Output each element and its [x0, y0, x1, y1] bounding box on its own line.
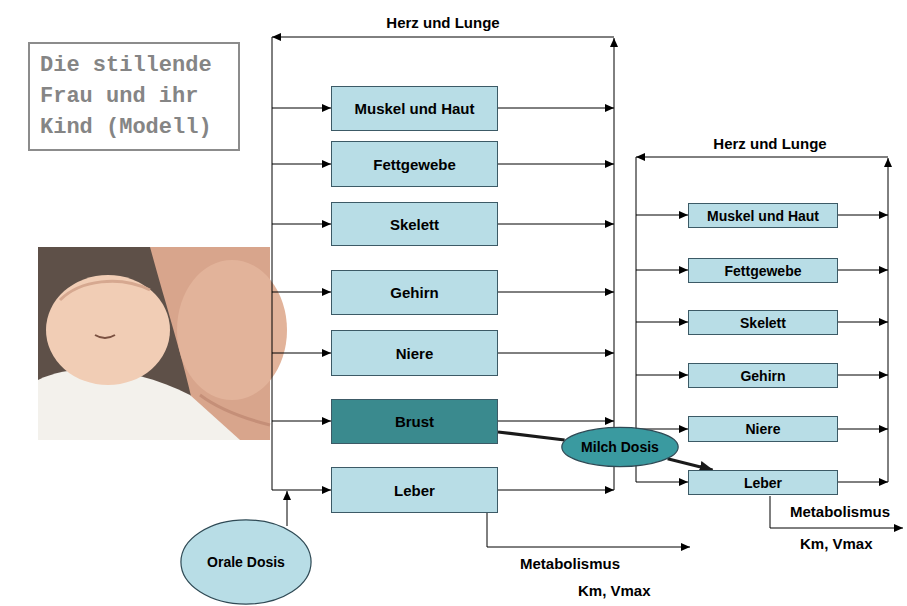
node-text: Skelett [390, 216, 439, 233]
flow-label: Metabolismus [790, 503, 890, 520]
mother-circulation [272, 37, 690, 547]
organ-box: Skelett [331, 202, 498, 246]
flow-arrow [272, 224, 331, 225]
flow-label: Km, Vmax [800, 535, 873, 552]
node-text: Gehirn [390, 284, 438, 301]
flow-arrow [838, 375, 888, 376]
flow-arrow [498, 108, 614, 109]
organ-box: Gehirn [331, 270, 498, 315]
bus-line [636, 157, 888, 158]
baby-head [46, 275, 170, 385]
node-text: Milch Dosis [581, 439, 659, 455]
photo [38, 247, 287, 440]
flow-arrow [272, 490, 331, 491]
flow-arrow [838, 482, 888, 483]
flow-arrow [838, 429, 888, 430]
dose-ellipse: Orale Dosis [180, 519, 312, 605]
milk-transfer-arrow [668, 459, 713, 470]
flow-label: Herz und Lunge [713, 135, 826, 152]
title-box: Die stillende Frau und ihr Kind (Modell) [28, 42, 240, 151]
organ-box: Gehirn [688, 363, 838, 388]
flow-arrow [498, 224, 614, 225]
organ-box: Brust [331, 399, 498, 444]
flow-arrow [498, 292, 614, 293]
bus-line [614, 38, 615, 490]
organ-box: Niere [688, 416, 838, 442]
bus-line [888, 158, 889, 482]
node-text: Leber [744, 475, 782, 491]
node-text: Fettgewebe [724, 263, 801, 279]
flow-arrow [636, 270, 688, 271]
flow-arrow [272, 108, 331, 109]
node-text: Skelett [740, 315, 786, 331]
node-text: Gehirn [740, 368, 785, 384]
infant-circulation [636, 157, 903, 528]
node-text: Muskel und Haut [354, 100, 474, 117]
bus-line [272, 37, 614, 38]
bus-line [272, 37, 273, 490]
organ-box: Fettgewebe [688, 258, 838, 283]
node-text: Fettgewebe [373, 156, 456, 173]
milk-transfer-arrow [498, 432, 565, 440]
flow-arrow [272, 164, 331, 165]
arm-shadow [200, 395, 270, 425]
organ-box: Leber [331, 467, 498, 513]
flow-arrow [498, 421, 614, 422]
organ-box: Muskel und Haut [688, 203, 838, 228]
flow-label: Km, Vmax [578, 582, 651, 599]
node-text: Muskel und Haut [707, 208, 819, 224]
baby-eye [95, 335, 115, 338]
flow-arrow [272, 421, 331, 422]
flow-arrow [636, 375, 688, 376]
organ-box: Leber [688, 470, 838, 495]
organ-box: Muskel und Haut [331, 86, 498, 131]
dose-arrow [287, 491, 288, 526]
metabolism-arrow [770, 496, 903, 528]
metabolism-arrow [487, 513, 690, 547]
node-text: Orale Dosis [207, 554, 285, 570]
baby-hair [60, 281, 150, 300]
node-text: Niere [745, 421, 780, 437]
flow-label: Metabolismus [520, 555, 620, 572]
flow-arrow [272, 292, 331, 293]
flow-arrow [838, 322, 888, 323]
flow-arrow [838, 270, 888, 271]
organ-box: Skelett [688, 310, 838, 335]
flow-label: Herz und Lunge [386, 14, 499, 31]
flow-arrow [636, 322, 688, 323]
node-text: Brust [395, 413, 434, 430]
ellipse-shape [181, 520, 311, 604]
dose-ellipse: Milch Dosis [561, 427, 679, 467]
ellipse-shape [562, 427, 678, 466]
flow-arrow [498, 164, 614, 165]
node-text: Leber [394, 482, 435, 499]
flow-arrow [498, 353, 614, 354]
flow-arrow [498, 490, 614, 491]
organ-box: Niere [331, 330, 498, 376]
diagram-title: Die stillende Frau und ihr Kind (Modell) [40, 50, 228, 143]
mother-breast [177, 260, 287, 400]
flow-arrow [272, 353, 331, 354]
flow-arrow [636, 482, 688, 483]
flow-arrow [636, 215, 688, 216]
node-text: Niere [396, 345, 434, 362]
flow-arrow [838, 215, 888, 216]
baby-clothes [38, 369, 240, 440]
organ-box: Fettgewebe [331, 141, 498, 187]
